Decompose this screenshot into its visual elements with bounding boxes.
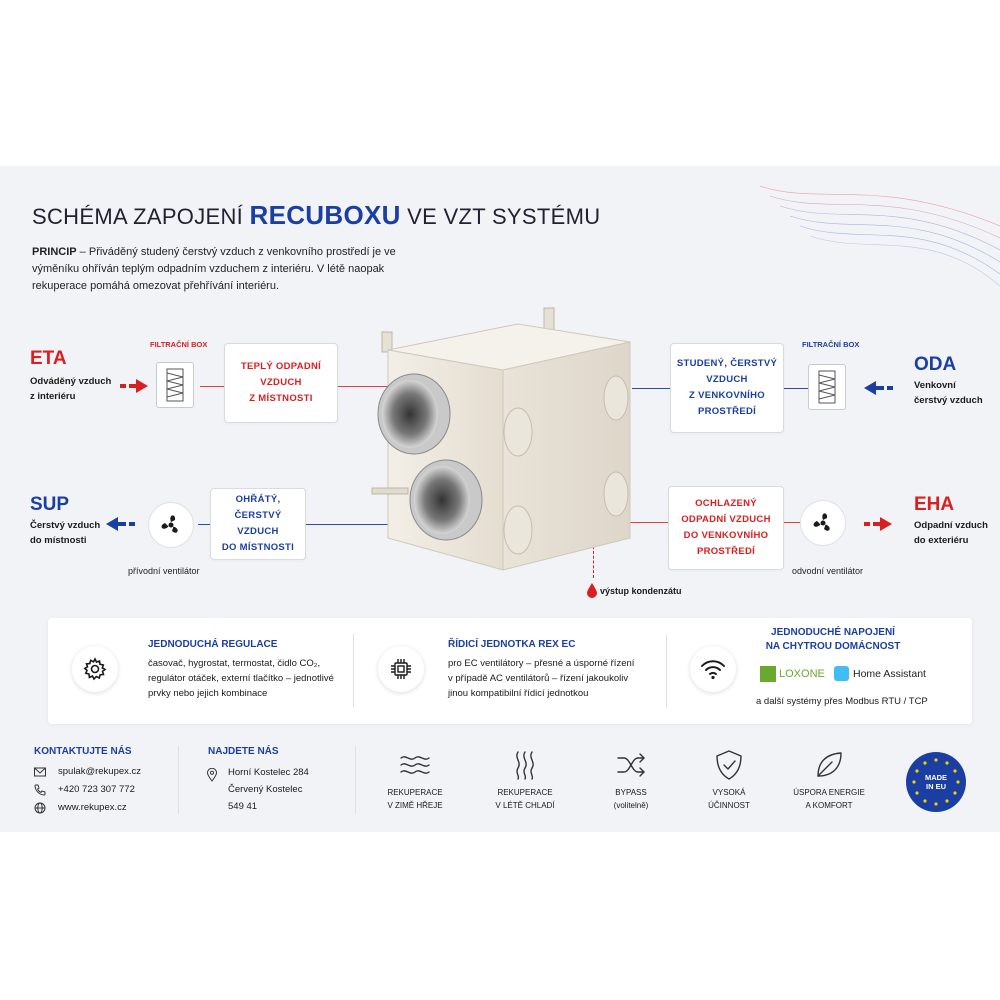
eha-description: Odpadní vzduch do exteriéru xyxy=(914,520,988,546)
oda-line-2 xyxy=(784,388,808,389)
eta-line-1 xyxy=(200,386,224,387)
contact-heading: KONTAKTUJTE NÁS xyxy=(34,746,132,757)
feature-regulation-title: JEDNODUCHÁ REGULACE xyxy=(148,639,278,650)
benefit-summer-label: REKUPERACE V LÉTĚ CHLADÍ xyxy=(495,788,555,810)
oda-line-1 xyxy=(632,388,670,389)
contact-web[interactable]: www.rekupex.cz xyxy=(58,802,127,813)
feature-regulation-text: časovač, hygrostat, termostat, čidlo CO₂… xyxy=(148,658,334,699)
home-assistant-logo-text: Home Assistant xyxy=(853,667,926,680)
sup-info-box: OHŘÁTÝ, ČERSTVÝ VZDUCH DO MÍSTNOSTI xyxy=(210,488,306,560)
eta-info-box: TEPLÝ ODPADNÍ VZDUCH Z MÍSTNOSTI xyxy=(224,343,338,423)
diagram-panel: SCHÉMA ZAPOJENÍ RECUBOXU VE VZT SYSTÉMU … xyxy=(0,166,1000,832)
principle-text: PRINCIP – Přiváděný studený čerstvý vzdu… xyxy=(32,244,432,295)
address-line-2: Červený Kostelec xyxy=(228,784,303,795)
eha-code: EHA xyxy=(914,494,955,515)
fan-icon xyxy=(161,515,178,533)
eha-arrow-icon xyxy=(864,517,892,531)
decorative-waves xyxy=(760,185,1000,287)
oda-description: Venkovní čerstvý vzduch xyxy=(914,380,983,406)
mail-icon xyxy=(34,767,46,777)
shield-icon xyxy=(716,750,742,780)
heat-icon xyxy=(516,751,534,780)
address-heading: NAJDETE NÁS xyxy=(208,746,279,757)
oda-info-box: STUDENÝ, ČERSTVÝ VZDUCH Z VENKOVNÍHO PRO… xyxy=(670,343,784,433)
feature-smarthome-text: a další systémy přes Modbus RTU / TCP xyxy=(756,696,928,707)
eta-arrow-icon xyxy=(120,379,148,393)
eu-stars-icon xyxy=(912,758,960,806)
eta-filter-box xyxy=(156,362,194,408)
made-in-eu-text: MADE IN EU xyxy=(924,773,948,791)
made-in-eu-badge: MADE IN EU xyxy=(906,752,966,812)
wind-icon xyxy=(400,756,430,774)
sup-code: SUP xyxy=(30,494,70,515)
oda-filter-label: FILTRAČNÍ BOX xyxy=(802,340,860,349)
features-divider xyxy=(353,634,354,708)
drop-icon xyxy=(587,583,597,598)
benefit-efficiency-label: VYSOKÁ ÚČINNOST xyxy=(708,788,750,810)
filter-icon xyxy=(166,368,184,402)
eha-line-2 xyxy=(784,522,800,523)
eta-code: ETA xyxy=(30,348,67,369)
page-title: SCHÉMA ZAPOJENÍ RECUBOXU VE VZT SYSTÉMU xyxy=(32,200,600,231)
eta-filter-label: FILTRAČNÍ BOX xyxy=(150,340,208,349)
features-divider xyxy=(666,634,667,708)
shuffle-icon xyxy=(617,753,645,777)
fan-icon xyxy=(813,513,830,531)
feature-control-icon-wrap xyxy=(378,646,424,692)
condensate-label: výstup kondenzátu xyxy=(600,586,682,596)
supply-fan-label: přívodní ventilátor xyxy=(128,566,200,576)
eta-line-2 xyxy=(338,386,390,387)
principle-body: – Přiváděný studený čerstvý vzduch z ven… xyxy=(32,246,396,292)
benefit-bypass-label: BYPASS (volitelně) xyxy=(613,788,649,810)
home-assistant-logo-mark xyxy=(834,666,849,681)
sup-arrow-icon xyxy=(106,517,135,531)
sup-description: Čerstvý vzduch do místnosti xyxy=(30,520,101,546)
exhaust-fan xyxy=(800,500,846,546)
feature-smarthome-icon-wrap xyxy=(690,646,736,692)
benefit-saving-label: ÚSPORA ENERGIE A KOMFORT xyxy=(793,788,865,810)
contact-email[interactable]: spulak@rekupex.cz xyxy=(58,766,142,777)
address-line-1: Horní Kostelec 284 xyxy=(228,767,309,778)
eha-line-1 xyxy=(596,522,668,523)
supply-fan xyxy=(148,502,194,548)
feature-control-title: ŘÍDICÍ JEDNOTKA REX EC xyxy=(448,639,576,650)
gear-icon xyxy=(83,657,107,681)
feature-control-text: pro EC ventilátory – přesné a úsporné ří… xyxy=(448,658,635,699)
footer-divider xyxy=(355,746,356,814)
leaf-icon xyxy=(817,752,842,777)
feature-smarthome-title: JEDNODUCHÉ NAPOJENÍ NA CHYTROU DOMÁCNOST xyxy=(765,627,901,652)
loxone-logo-mark xyxy=(760,666,776,682)
principle-label: PRINCIP xyxy=(32,246,77,258)
oda-filter-box xyxy=(808,364,846,410)
address-line-3: 549 41 xyxy=(228,801,258,812)
exhaust-fan-label: odvodní ventilátor xyxy=(792,566,864,576)
oda-arrow-icon xyxy=(864,381,893,395)
loxone-logo-text: LOXONE xyxy=(779,668,825,680)
location-pin-icon xyxy=(206,768,218,782)
chip-icon xyxy=(391,659,411,679)
globe-icon xyxy=(34,802,46,814)
loxone-logo: LOXONE xyxy=(760,666,825,682)
condensate-line xyxy=(593,522,594,578)
footer-divider xyxy=(178,746,179,814)
benefit-winter-label: REKUPERACE V ZIMĚ HŘEJE xyxy=(387,788,443,810)
phone-icon xyxy=(34,784,46,796)
oda-code: ODA xyxy=(914,354,957,375)
features-panel: JEDNODUCHÁ REGULACE časovač, hygrostat, … xyxy=(48,618,972,724)
eha-info-box: OCHLAZENÝ ODPADNÍ VZDUCH DO VENKOVNÍHO P… xyxy=(668,486,784,570)
wifi-icon xyxy=(701,660,725,680)
sup-line-2 xyxy=(306,524,400,525)
sup-line-1 xyxy=(198,524,210,525)
recubox-unit-illustration xyxy=(371,307,631,571)
title-prefix: SCHÉMA ZAPOJENÍ xyxy=(32,204,250,229)
title-accent: RECUBOXU xyxy=(249,200,401,230)
title-suffix: VE VZT SYSTÉMU xyxy=(400,204,601,229)
eta-description: Odváděný vzduch z interiéru xyxy=(30,376,112,402)
feature-regulation-icon-wrap xyxy=(72,646,118,692)
home-assistant-logo: Home Assistant xyxy=(834,666,926,681)
contact-phone[interactable]: +420 723 307 772 xyxy=(58,784,135,795)
filter-icon xyxy=(818,370,836,404)
